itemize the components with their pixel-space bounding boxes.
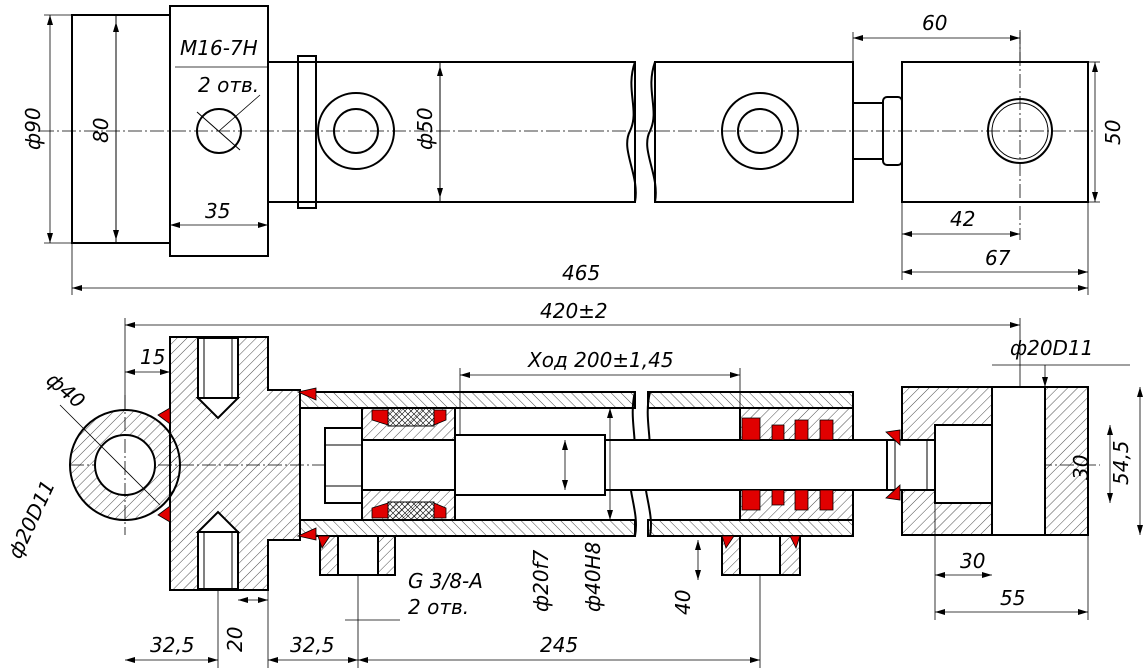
dim-465: 465: [562, 261, 600, 285]
dim-35: 35: [205, 199, 230, 223]
dim-60: 60: [922, 11, 947, 35]
rear-flange: [71, 14, 171, 244]
dim-32-5-left: 32,5: [150, 633, 195, 657]
rod-eye-block: [901, 61, 1089, 203]
dim-inner: 80: [89, 118, 113, 143]
thread-hole: [196, 108, 242, 154]
dim-55: 55: [1000, 586, 1025, 610]
dim-barrel: ф50: [413, 107, 437, 150]
dim-rod: ф20f7: [529, 549, 553, 612]
dim-thread-count: 2 отв.: [198, 73, 259, 97]
dim-420: 420±2: [540, 299, 608, 323]
dim-40: 40: [671, 590, 695, 615]
port-left: [317, 92, 395, 170]
dim-rod-bore: ф20D11: [1010, 336, 1093, 360]
dim-42: 42: [950, 207, 975, 231]
dim-30-horizontal: 30: [960, 549, 985, 573]
top-view: ф90 80 M16-7H 2 отв. 35 ф50 60 50 42 67 …: [21, 5, 1125, 295]
dim-stroke: Ход 200±1,45: [527, 348, 674, 372]
dim-32-5-right: 32,5: [290, 633, 335, 657]
dim-thread: M16-7H: [180, 36, 258, 60]
dim-piston: ф40H8: [581, 542, 605, 612]
piston-nut: [324, 427, 363, 504]
barrel-wall-bottom: [299, 519, 636, 537]
dim-30-vertical: 30: [1069, 455, 1093, 480]
piston-rod: [361, 439, 888, 491]
dim-outer-diameter: ф90: [21, 107, 45, 150]
dim-port: G 3/8-A: [408, 569, 483, 593]
dim-245: 245: [540, 633, 578, 657]
barrel: [267, 61, 636, 203]
dim-54-5: 54,5: [1109, 440, 1133, 485]
seals: [157, 387, 901, 550]
barrel-wall-top: [299, 391, 636, 409]
dim-50: 50: [1101, 120, 1125, 145]
dim-eye-bore: ф20D11: [3, 476, 60, 562]
dim-port-count: 2 отв.: [408, 595, 469, 619]
section-view: 420±2 15 ф40 ф20D11 Ход 200±1,45 ф20D11 …: [3, 299, 1143, 668]
dim-20: 20: [223, 627, 247, 652]
dim-15: 15: [140, 345, 165, 369]
dim-eye-outer: ф40: [42, 367, 90, 413]
dim-67: 67: [985, 246, 1011, 270]
port-right: [721, 92, 799, 170]
